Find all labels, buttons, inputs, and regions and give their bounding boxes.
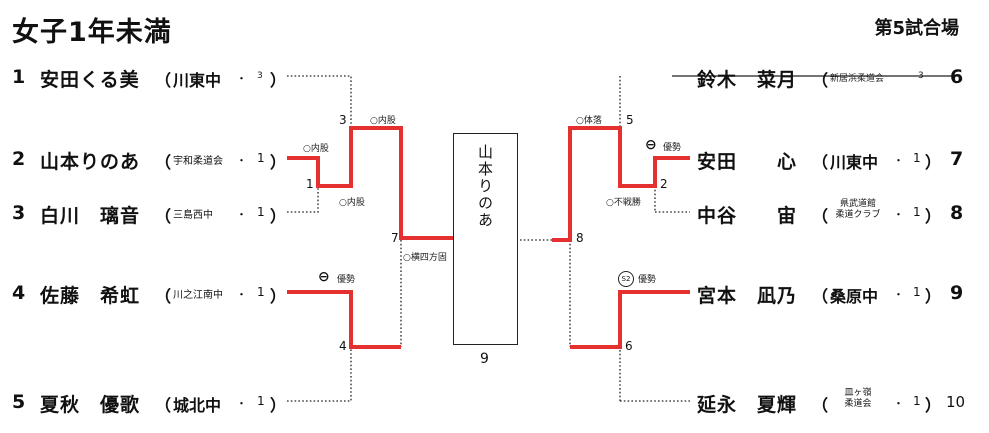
left-3-sep: ・ xyxy=(236,208,247,221)
result-m1-bottom: ○内股 xyxy=(339,198,365,208)
match-1-number: 1 xyxy=(306,177,314,191)
champion-box: 山本りのあ xyxy=(453,133,518,345)
right-7-paren-close: ） xyxy=(925,153,942,172)
right-9-num: 9 xyxy=(950,282,964,304)
result-m1-top: ○内股 xyxy=(303,144,329,154)
left-1-count: 3 xyxy=(257,71,263,81)
left-1-num: 1 xyxy=(12,66,26,88)
right-9-paren-close: ） xyxy=(925,287,942,306)
result-m4: 優勢 xyxy=(337,275,356,285)
left-5-count: 1 xyxy=(257,394,265,408)
right-10-paren-close: ） xyxy=(925,396,942,415)
left-2-sep: ・ xyxy=(236,154,247,167)
left-3-team: 三島西中 xyxy=(173,210,213,221)
left-1-name: 安田くる美 xyxy=(40,69,140,91)
left-1-paren-close: ） xyxy=(270,71,287,90)
right-7-paren-open: （ xyxy=(812,153,829,172)
right-10-team-line2: 柔道会 xyxy=(844,399,872,409)
match-3-number: 3 xyxy=(339,113,347,127)
left-1-team: 川東中 xyxy=(173,71,222,90)
right-6-count: 3 xyxy=(918,71,924,81)
right-8-paren-open: （ xyxy=(812,207,829,226)
match-2-number: 2 xyxy=(660,177,668,191)
right-8-sep: ・ xyxy=(893,208,904,221)
right-9-sep: ・ xyxy=(893,288,904,301)
left-5-paren-open: （ xyxy=(155,396,172,415)
right-10-team-line1: 皿ヶ嶺 xyxy=(844,388,872,398)
right-8-team-line1: 県武道館 xyxy=(839,199,876,209)
left-3-num: 3 xyxy=(12,202,26,224)
left-1-sep: ・ xyxy=(236,72,247,85)
right-8-count: 1 xyxy=(913,205,921,219)
right-8-name: 中谷 宙 xyxy=(697,205,798,227)
match-4-number: 4 xyxy=(339,339,347,353)
result-m2-top: 優勢 xyxy=(663,143,682,153)
right-10-num: 10 xyxy=(946,393,966,411)
match-6-number: 6 xyxy=(625,339,633,353)
result-m4-mark: ⊖ xyxy=(318,269,330,285)
left-2-name: 山本りのあ xyxy=(40,151,141,173)
right-10-paren-open: （ xyxy=(812,396,829,415)
left-4-count: 1 xyxy=(257,285,265,299)
left-3-paren-close: ） xyxy=(270,207,287,226)
venue-label: 第5試合場 xyxy=(874,18,959,39)
left-3-count: 1 xyxy=(257,205,265,219)
result-m6-mark: S2 xyxy=(618,271,634,287)
left-4-team: 川之江南中 xyxy=(173,290,223,301)
left-5-team: 城北中 xyxy=(173,396,222,415)
right-9-count: 1 xyxy=(913,285,921,299)
left-5-sep: ・ xyxy=(236,397,247,410)
final-match-number: 9 xyxy=(480,351,489,367)
page-title: 女子1年未満 xyxy=(12,17,172,48)
result-m2-mark: ⊖ xyxy=(645,137,657,153)
right-7-count: 1 xyxy=(913,151,921,165)
left-2-num: 2 xyxy=(12,148,26,170)
match-8-number: 8 xyxy=(576,231,584,245)
left-5-name: 夏秋 優歌 xyxy=(40,394,141,416)
right-10-sep: ・ xyxy=(893,397,904,410)
right-6-team: 新居浜柔道会 xyxy=(830,74,885,84)
right-10-count: 1 xyxy=(913,394,921,408)
right-8-paren-close: ） xyxy=(925,207,942,226)
left-1-paren-open: （ xyxy=(155,71,172,90)
left-4-paren-close: ） xyxy=(270,287,287,306)
left-2-paren-close: ） xyxy=(270,153,287,172)
result-m2-bottom: ○不戦勝 xyxy=(606,198,641,208)
left-4-num: 4 xyxy=(12,282,26,304)
right-6-num: 6 xyxy=(950,66,964,88)
champion-name: 山本りのあ xyxy=(476,144,494,229)
right-10-name: 延永 夏輝 xyxy=(697,394,798,416)
right-6-paren-open: （ xyxy=(812,71,829,90)
right-8-team-line2: 柔道クラブ xyxy=(835,210,881,220)
left-4-name: 佐藤 希虹 xyxy=(40,285,141,307)
left-3-paren-open: （ xyxy=(155,207,172,226)
right-9-name: 宮本 凪乃 xyxy=(697,285,798,307)
result-m6: 優勢 xyxy=(638,275,657,285)
result-m5: ○体落 xyxy=(576,116,602,126)
right-10-team: 皿ヶ嶺 柔道会 xyxy=(828,388,888,410)
right-7-sep: ・ xyxy=(893,154,904,167)
left-5-paren-close: ） xyxy=(270,396,287,415)
result-m7: ○横四方固 xyxy=(403,253,447,263)
match-7-number: 7 xyxy=(391,231,399,245)
left-3-name: 白川 璃音 xyxy=(40,205,141,227)
left-5-num: 5 xyxy=(12,391,26,413)
left-4-sep: ・ xyxy=(236,288,247,301)
match-5-number: 5 xyxy=(626,113,634,127)
right-6-name: 鈴木 菜月 xyxy=(697,69,798,91)
right-9-paren-open: （ xyxy=(812,287,829,306)
left-2-count: 1 xyxy=(257,151,265,165)
right-7-name: 安田 心 xyxy=(697,151,798,173)
right-7-num: 7 xyxy=(950,148,964,170)
right-8-num: 8 xyxy=(950,202,964,224)
left-2-team: 宇和柔道会 xyxy=(173,156,223,167)
right-8-team: 県武道館 柔道クラブ xyxy=(828,199,888,221)
result-m3: ○内股 xyxy=(370,116,396,126)
right-9-team: 桑原中 xyxy=(830,287,879,306)
right-7-team: 川東中 xyxy=(830,153,879,172)
left-4-paren-open: （ xyxy=(155,287,172,306)
left-2-paren-open: （ xyxy=(155,153,172,172)
